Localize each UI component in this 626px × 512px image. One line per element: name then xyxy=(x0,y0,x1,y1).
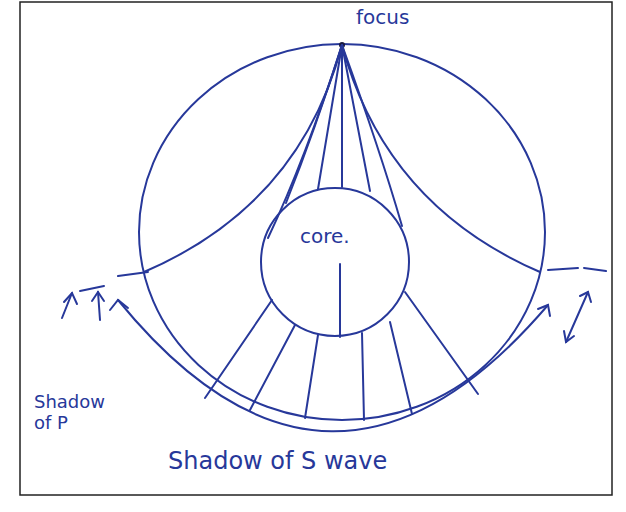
annotation-label: Shadow of S wave xyxy=(168,448,387,476)
annotation-label: Shadow of P xyxy=(34,392,110,433)
annotation-label: focus xyxy=(356,6,409,29)
core-circle: core. xyxy=(260,187,410,337)
core-outline xyxy=(260,187,410,337)
core-label: core. xyxy=(300,225,350,248)
